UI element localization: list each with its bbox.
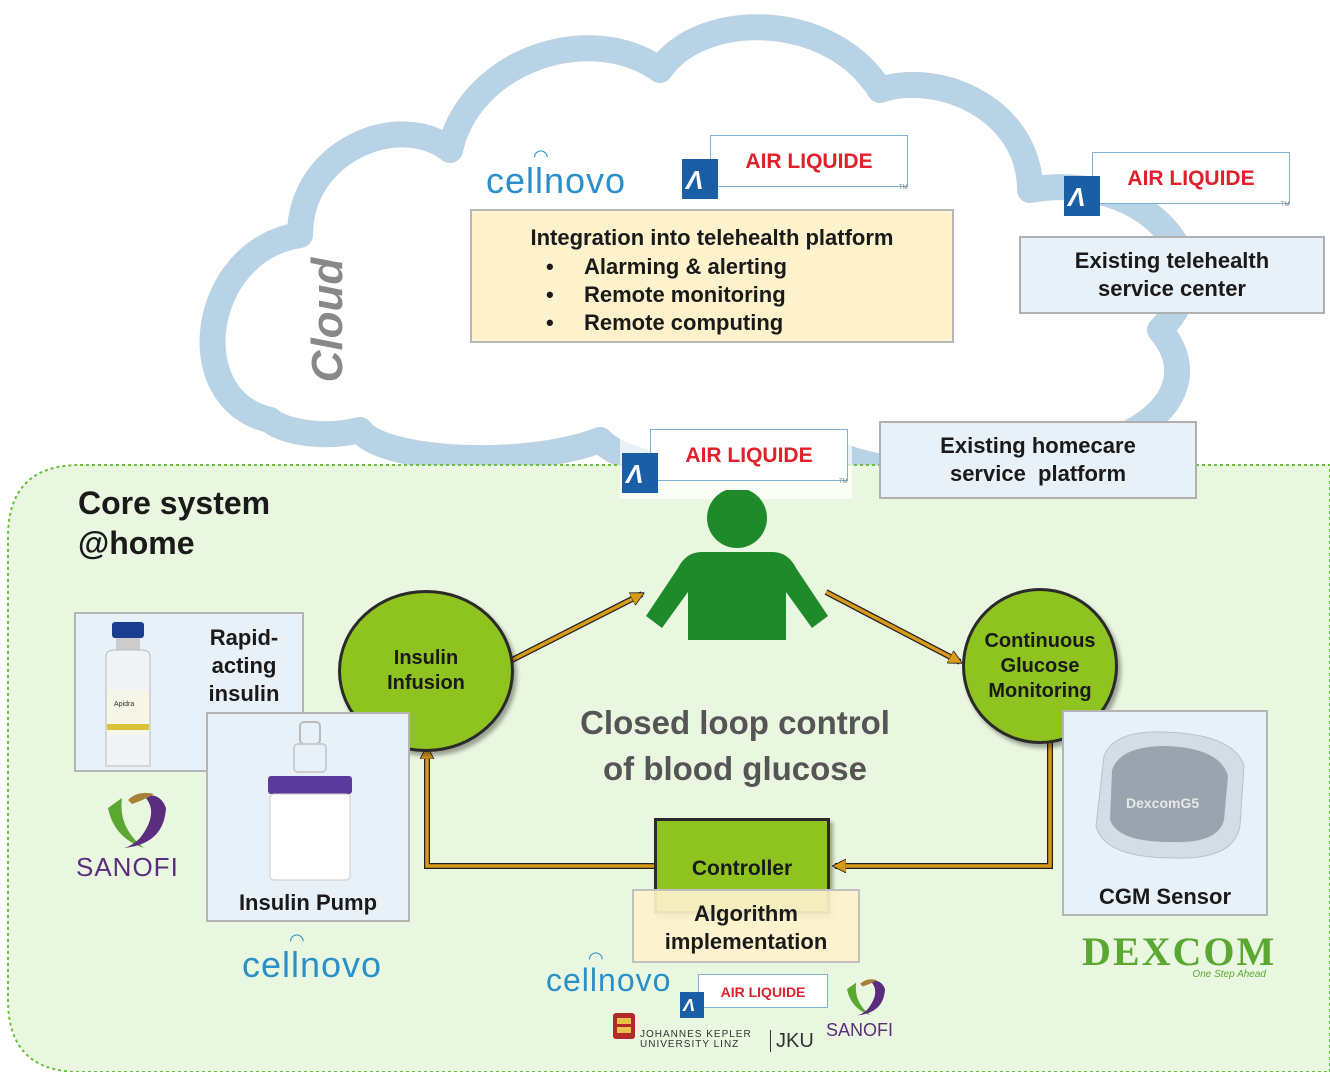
sanofi-logo-icon xyxy=(108,792,166,848)
jku-name: JOHANNES KEPLER UNIVERSITY LINZ xyxy=(640,1029,752,1050)
rapid-insulin-box: Apidra Rapid- acting insulin xyxy=(74,612,304,772)
algorithm-line1: Algorithm xyxy=(694,901,798,926)
telehealth-integration-heading: Integration into telehealth platform xyxy=(530,225,894,250)
cgm-sensor-label: CGM Sensor xyxy=(1098,884,1232,909)
sanofi-logo-text: SANOFI xyxy=(76,852,179,882)
feature-alarming: Alarming & alerting xyxy=(472,253,952,281)
air-liquide-mark-icon: Λ xyxy=(1064,176,1100,216)
telehealth-integration-box: Integration into telehealth platform Ala… xyxy=(470,209,954,343)
dexcom-logo: Dexcom One Step Ahead xyxy=(1082,928,1277,980)
core-system-title: Core system @home xyxy=(78,485,271,561)
sanofi-logo-small-text: SANOFI xyxy=(826,1020,894,1040)
insulin-pump-label: Insulin Pump xyxy=(238,890,378,915)
telehealth-feature-list: Alarming & alerting Remote monitoring Re… xyxy=(472,253,952,337)
existing-telehealth-line1: Existing telehealth xyxy=(1074,248,1270,273)
sanofi-logo-small-icon xyxy=(846,979,886,1016)
air-liquide-logo-home: AIR LIQUIDE Λ TM xyxy=(620,427,852,499)
existing-telehealth-box: Existing telehealth service center xyxy=(1019,236,1325,314)
existing-homecare-line1: Existing homecare xyxy=(940,433,1136,458)
cellnovo-logo-cloud: cellnovo ◠ xyxy=(486,146,627,201)
air-liquide-mark-icon: Λ xyxy=(622,453,658,493)
dexcom-tagline: One Step Ahead xyxy=(1192,969,1266,980)
algorithm-box: Algorithm implementation xyxy=(632,889,860,963)
signal-icon: ◠ xyxy=(533,146,550,166)
rapid-insulin-label: Rapid- acting insulin xyxy=(208,625,280,706)
jku-abbr: JKU xyxy=(776,1030,814,1052)
dexcom-wordmark: Dexcom xyxy=(1082,929,1277,974)
signal-icon: ◠ xyxy=(588,948,605,968)
svg-text:Apidra: Apidra xyxy=(114,701,134,708)
insulin-pump-icon xyxy=(268,721,352,881)
existing-telehealth-line2: service center xyxy=(1098,276,1246,301)
cgm-sensor-box: DexcomG5 CGM Sensor xyxy=(1062,710,1268,916)
cellnovo-logo-controller: cellnovo ◠ xyxy=(546,948,672,998)
insulin-pump-box: Insulin Pump xyxy=(206,712,410,922)
jku-divider xyxy=(770,1030,771,1052)
jku-crest-icon xyxy=(613,1013,635,1039)
closed-loop-caption: Closed loop control of blood glucose xyxy=(580,704,890,787)
air-liquide-mark-icon: Λ xyxy=(680,992,704,1018)
person-icon xyxy=(646,490,828,640)
existing-homecare-box: Existing homecare service platform xyxy=(879,421,1197,499)
insulin-vial-icon: Apidra xyxy=(105,622,151,767)
signal-icon: ◠ xyxy=(289,930,306,950)
air-liquide-logo-right: AIR LIQUIDE Λ TM xyxy=(1062,150,1292,222)
air-liquide-mark-icon: Λ xyxy=(682,159,718,199)
feature-remote-computing: Remote computing xyxy=(472,309,952,337)
air-liquide-logo-cloud: AIR LIQUIDE Λ TM xyxy=(680,133,910,205)
algorithm-line2: implementation xyxy=(664,929,828,954)
air-liquide-logo-controller: AIR LIQUIDE Λ xyxy=(678,972,830,1022)
svg-text:DexcomG5: DexcomG5 xyxy=(1126,795,1199,811)
existing-homecare-line2: service platform xyxy=(949,461,1127,486)
cellnovo-logo-pump: cellnovo ◠ xyxy=(242,930,383,985)
feature-remote-monitoring: Remote monitoring xyxy=(472,281,952,309)
cgm-sensor-icon: DexcomG5 xyxy=(1095,731,1245,859)
